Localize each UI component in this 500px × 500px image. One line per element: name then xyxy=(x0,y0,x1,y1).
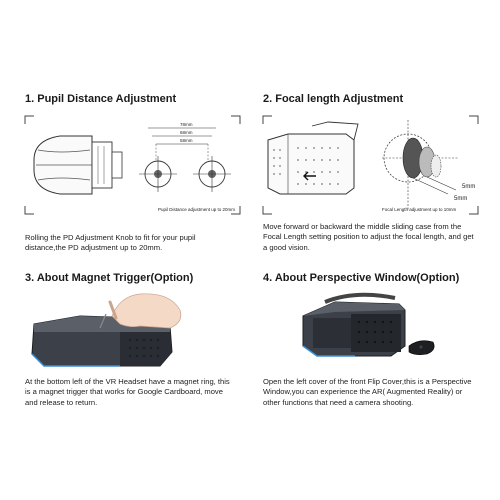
pupil-distance-figure: 78mm 68mm 58mm Pupil Distance adjustment… xyxy=(20,110,245,225)
section-3-description: At the bottom left of the VR Headset hav… xyxy=(25,377,230,407)
magnet-trigger-photo xyxy=(20,288,240,373)
section-2-title: 2. Focal length Adjustment xyxy=(263,93,404,105)
section-2-description: Move forward or backward the middle slid… xyxy=(263,222,474,252)
focal-length-figure: 5mm 5mm Focal Length adjustment up to 10… xyxy=(258,110,483,225)
focal-measure-b: 5mm xyxy=(454,196,467,202)
focal-caption: Focal Length adjustment up to 10mm xyxy=(382,207,457,212)
measure-68mm: 68mm xyxy=(180,130,193,135)
section-4-title: 4. About Perspective Window(Option) xyxy=(263,272,460,284)
section-1-title: 1. Pupil Distance Adjustment xyxy=(25,93,177,105)
focal-measure-a: 5mm xyxy=(462,184,475,190)
section-1-description: Rolling the PD Adjustment Knob to fit fo… xyxy=(25,233,196,253)
measure-58mm: 58mm xyxy=(180,138,193,143)
section-4-description: Open the left cover of the front Flip Co… xyxy=(263,377,472,407)
perspective-window-photo xyxy=(295,288,445,368)
pd-caption: Pupil Distance adjustment up to 20mm xyxy=(158,207,235,212)
measure-78mm: 78mm xyxy=(180,122,193,127)
section-3-title: 3. About Magnet Trigger(Option) xyxy=(25,272,194,284)
